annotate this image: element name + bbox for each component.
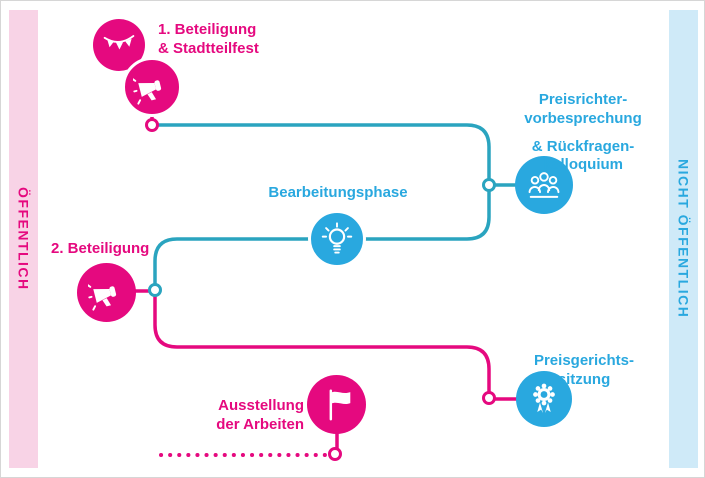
flag-icon [329, 389, 350, 420]
megaphone-icon [133, 77, 162, 105]
band-nicht-oeffentlich: NICHT ÖFFENTLICH [669, 10, 698, 468]
label-beteiligung-1: 1. Beteiligung & Stadtteilfest [158, 21, 308, 59]
connector-phase1-teal [150, 123, 491, 292]
step-circle-stadtteilfest [93, 19, 145, 71]
award-icon [533, 383, 555, 413]
label-preisgericht: Preisgerichts- sitzung [513, 352, 655, 390]
label-line: Bearbeitungsphase [268, 184, 408, 201]
lightbulb-icon [321, 222, 353, 254]
label-line: vorbesprechung [524, 109, 642, 127]
megaphone-icon [87, 283, 116, 311]
label-line: Preisgerichts- [533, 352, 635, 369]
step-circle-preisrichter [515, 156, 573, 214]
label-line: kolloquium [543, 156, 623, 174]
milestone-node-3 [148, 283, 162, 297]
label-line: sitzung [557, 370, 611, 388]
band-nicht-oeffentlich-label: NICHT ÖFFENTLICH [675, 159, 692, 319]
label-ausstellung: Ausstellung der Arbeiten [176, 397, 304, 435]
step-circle-beteiligung-1 [122, 57, 182, 117]
label-line: & Rückfragen- [531, 137, 635, 155]
connector-phase2-pink [153, 288, 491, 400]
label-line: & Stadtteilfest [158, 39, 259, 57]
label-bearbeitungsphase: Bearbeitungsphase [258, 184, 418, 203]
jury-icon [528, 172, 560, 198]
milestone-node-1 [145, 118, 159, 132]
band-oeffentlich-label: ÖFFENTLICH [15, 187, 32, 291]
milestone-node-4 [482, 391, 496, 405]
label-beteiligung-2: 2. Beteiligung [51, 240, 181, 259]
step-circle-bearbeitungsphase [308, 210, 366, 268]
label-line: der Arbeiten [216, 415, 304, 433]
label-line: Ausstellung [218, 397, 304, 414]
label-line: 2. Beteiligung [51, 240, 150, 257]
bunting-icon [103, 35, 135, 50]
step-circle-preisgericht [516, 371, 572, 427]
band-oeffentlich: ÖFFENTLICH [9, 10, 38, 468]
label-preisrichter: Preisrichter- vorbesprechung & Rückfrage… [499, 91, 667, 175]
milestone-node-5 [328, 447, 342, 461]
step-circle-ausstellung [307, 375, 366, 434]
label-line: 1. Beteiligung [158, 21, 257, 38]
step-circle-beteiligung-2 [77, 263, 136, 322]
label-line: Preisrichter- [538, 91, 628, 108]
milestone-node-2 [482, 178, 496, 192]
